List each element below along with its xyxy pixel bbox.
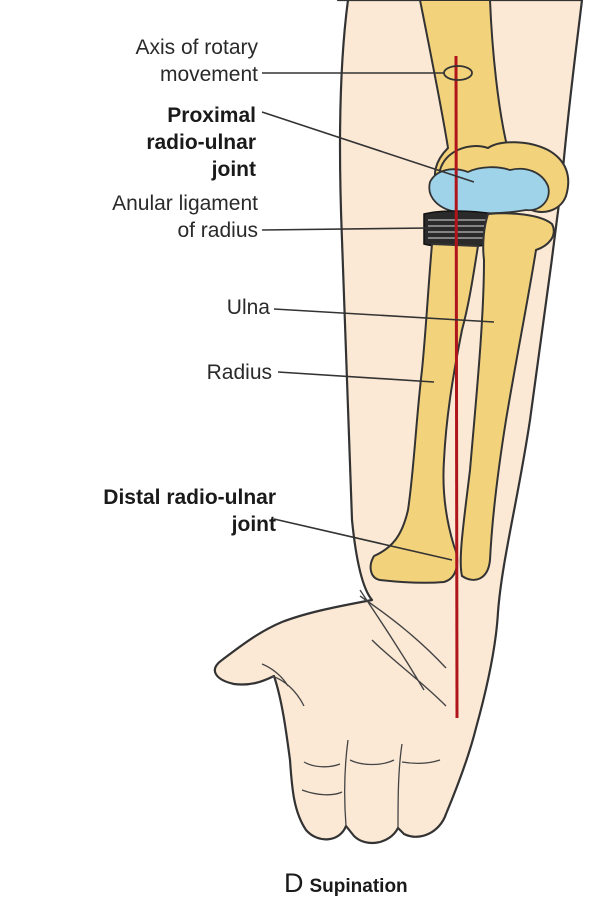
label-proximal-radio-ulnar-joint: Proximal radio-ulnar joint	[146, 102, 256, 183]
rotation-axis-line	[456, 56, 457, 718]
arm-outline	[215, 0, 582, 843]
label-axis-line1: Axis of rotary	[135, 34, 258, 61]
label-ulna: Ulna	[227, 294, 270, 321]
label-anular-line2: of radius	[112, 217, 258, 244]
label-axis-of-rotary-movement: Axis of rotary movement	[135, 34, 258, 88]
label-proximal-line2: radio-ulnar	[146, 129, 256, 156]
label-distal-line2: joint	[103, 511, 276, 538]
caption-letter: D	[284, 868, 304, 898]
caption-text: Supination	[310, 876, 408, 897]
label-distal-line1: Distal radio-ulnar	[103, 484, 276, 511]
figure-caption: D Supination	[284, 868, 408, 899]
label-distal-radio-ulnar-joint: Distal radio-ulnar joint	[103, 484, 276, 538]
label-anular-line1: Anular ligament	[112, 190, 258, 217]
articular-cartilage	[429, 167, 548, 213]
label-proximal-line3: joint	[146, 156, 256, 183]
label-proximal-line1: Proximal	[146, 102, 256, 129]
label-radius: Radius	[207, 359, 272, 386]
label-anular-ligament: Anular ligament of radius	[112, 190, 258, 244]
label-axis-line2: movement	[135, 61, 258, 88]
